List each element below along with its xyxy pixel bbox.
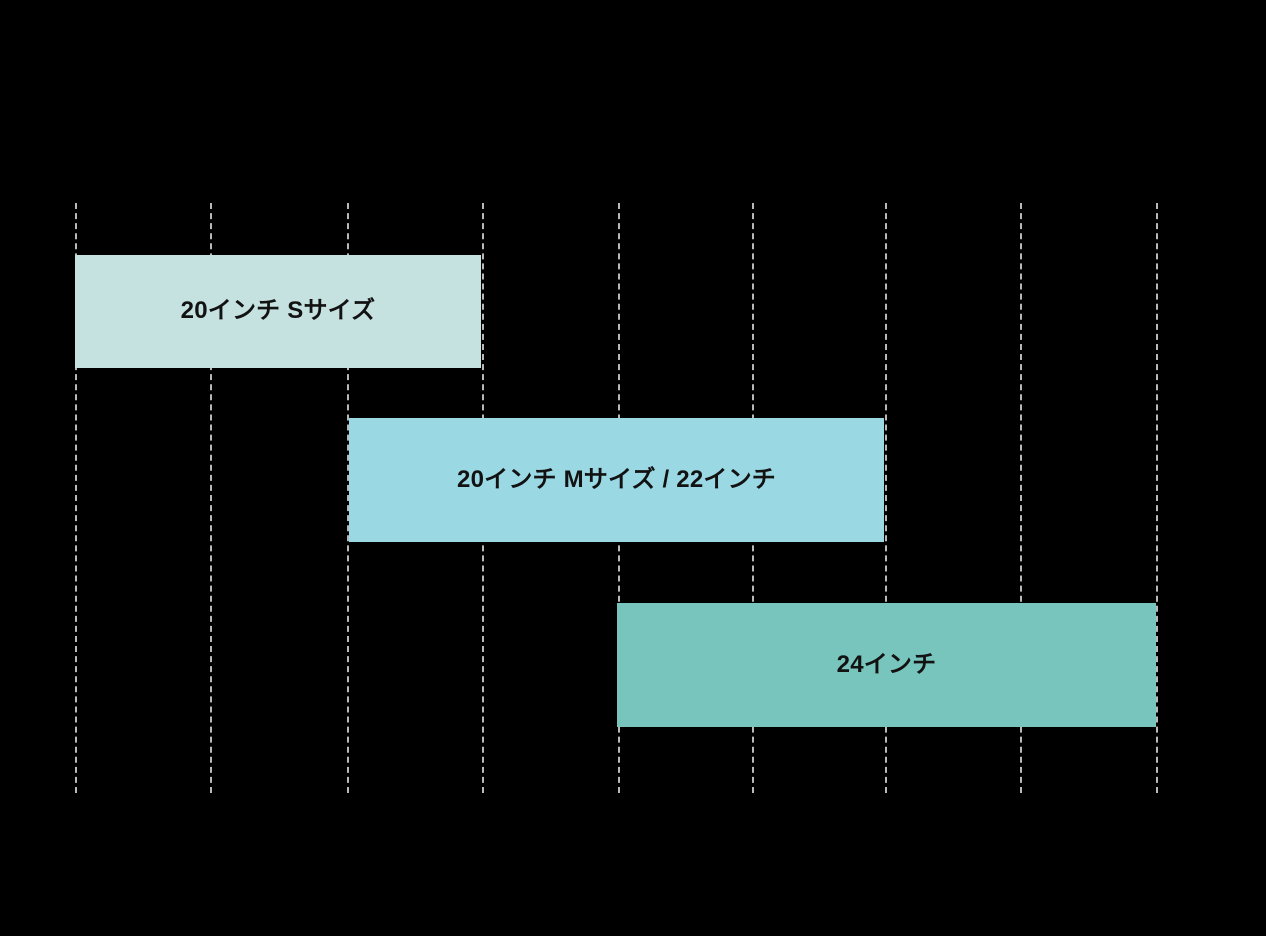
gridline-9 bbox=[1156, 203, 1158, 793]
bar-label-20-inch-m-size-22-inch: 20インチ Mサイズ / 22インチ bbox=[457, 465, 776, 493]
bar-20-inch-m-size-22-inch[interactable]: 20インチ Mサイズ / 22インチ bbox=[349, 418, 884, 542]
bar-label-20-inch-s-size: 20インチ Sサイズ bbox=[180, 297, 376, 325]
bar-label-24-inch: 24インチ bbox=[836, 650, 937, 678]
bar-24-inch[interactable]: 24インチ bbox=[617, 603, 1156, 727]
bar-20-inch-s-size[interactable]: 20インチ Sサイズ bbox=[75, 255, 481, 368]
